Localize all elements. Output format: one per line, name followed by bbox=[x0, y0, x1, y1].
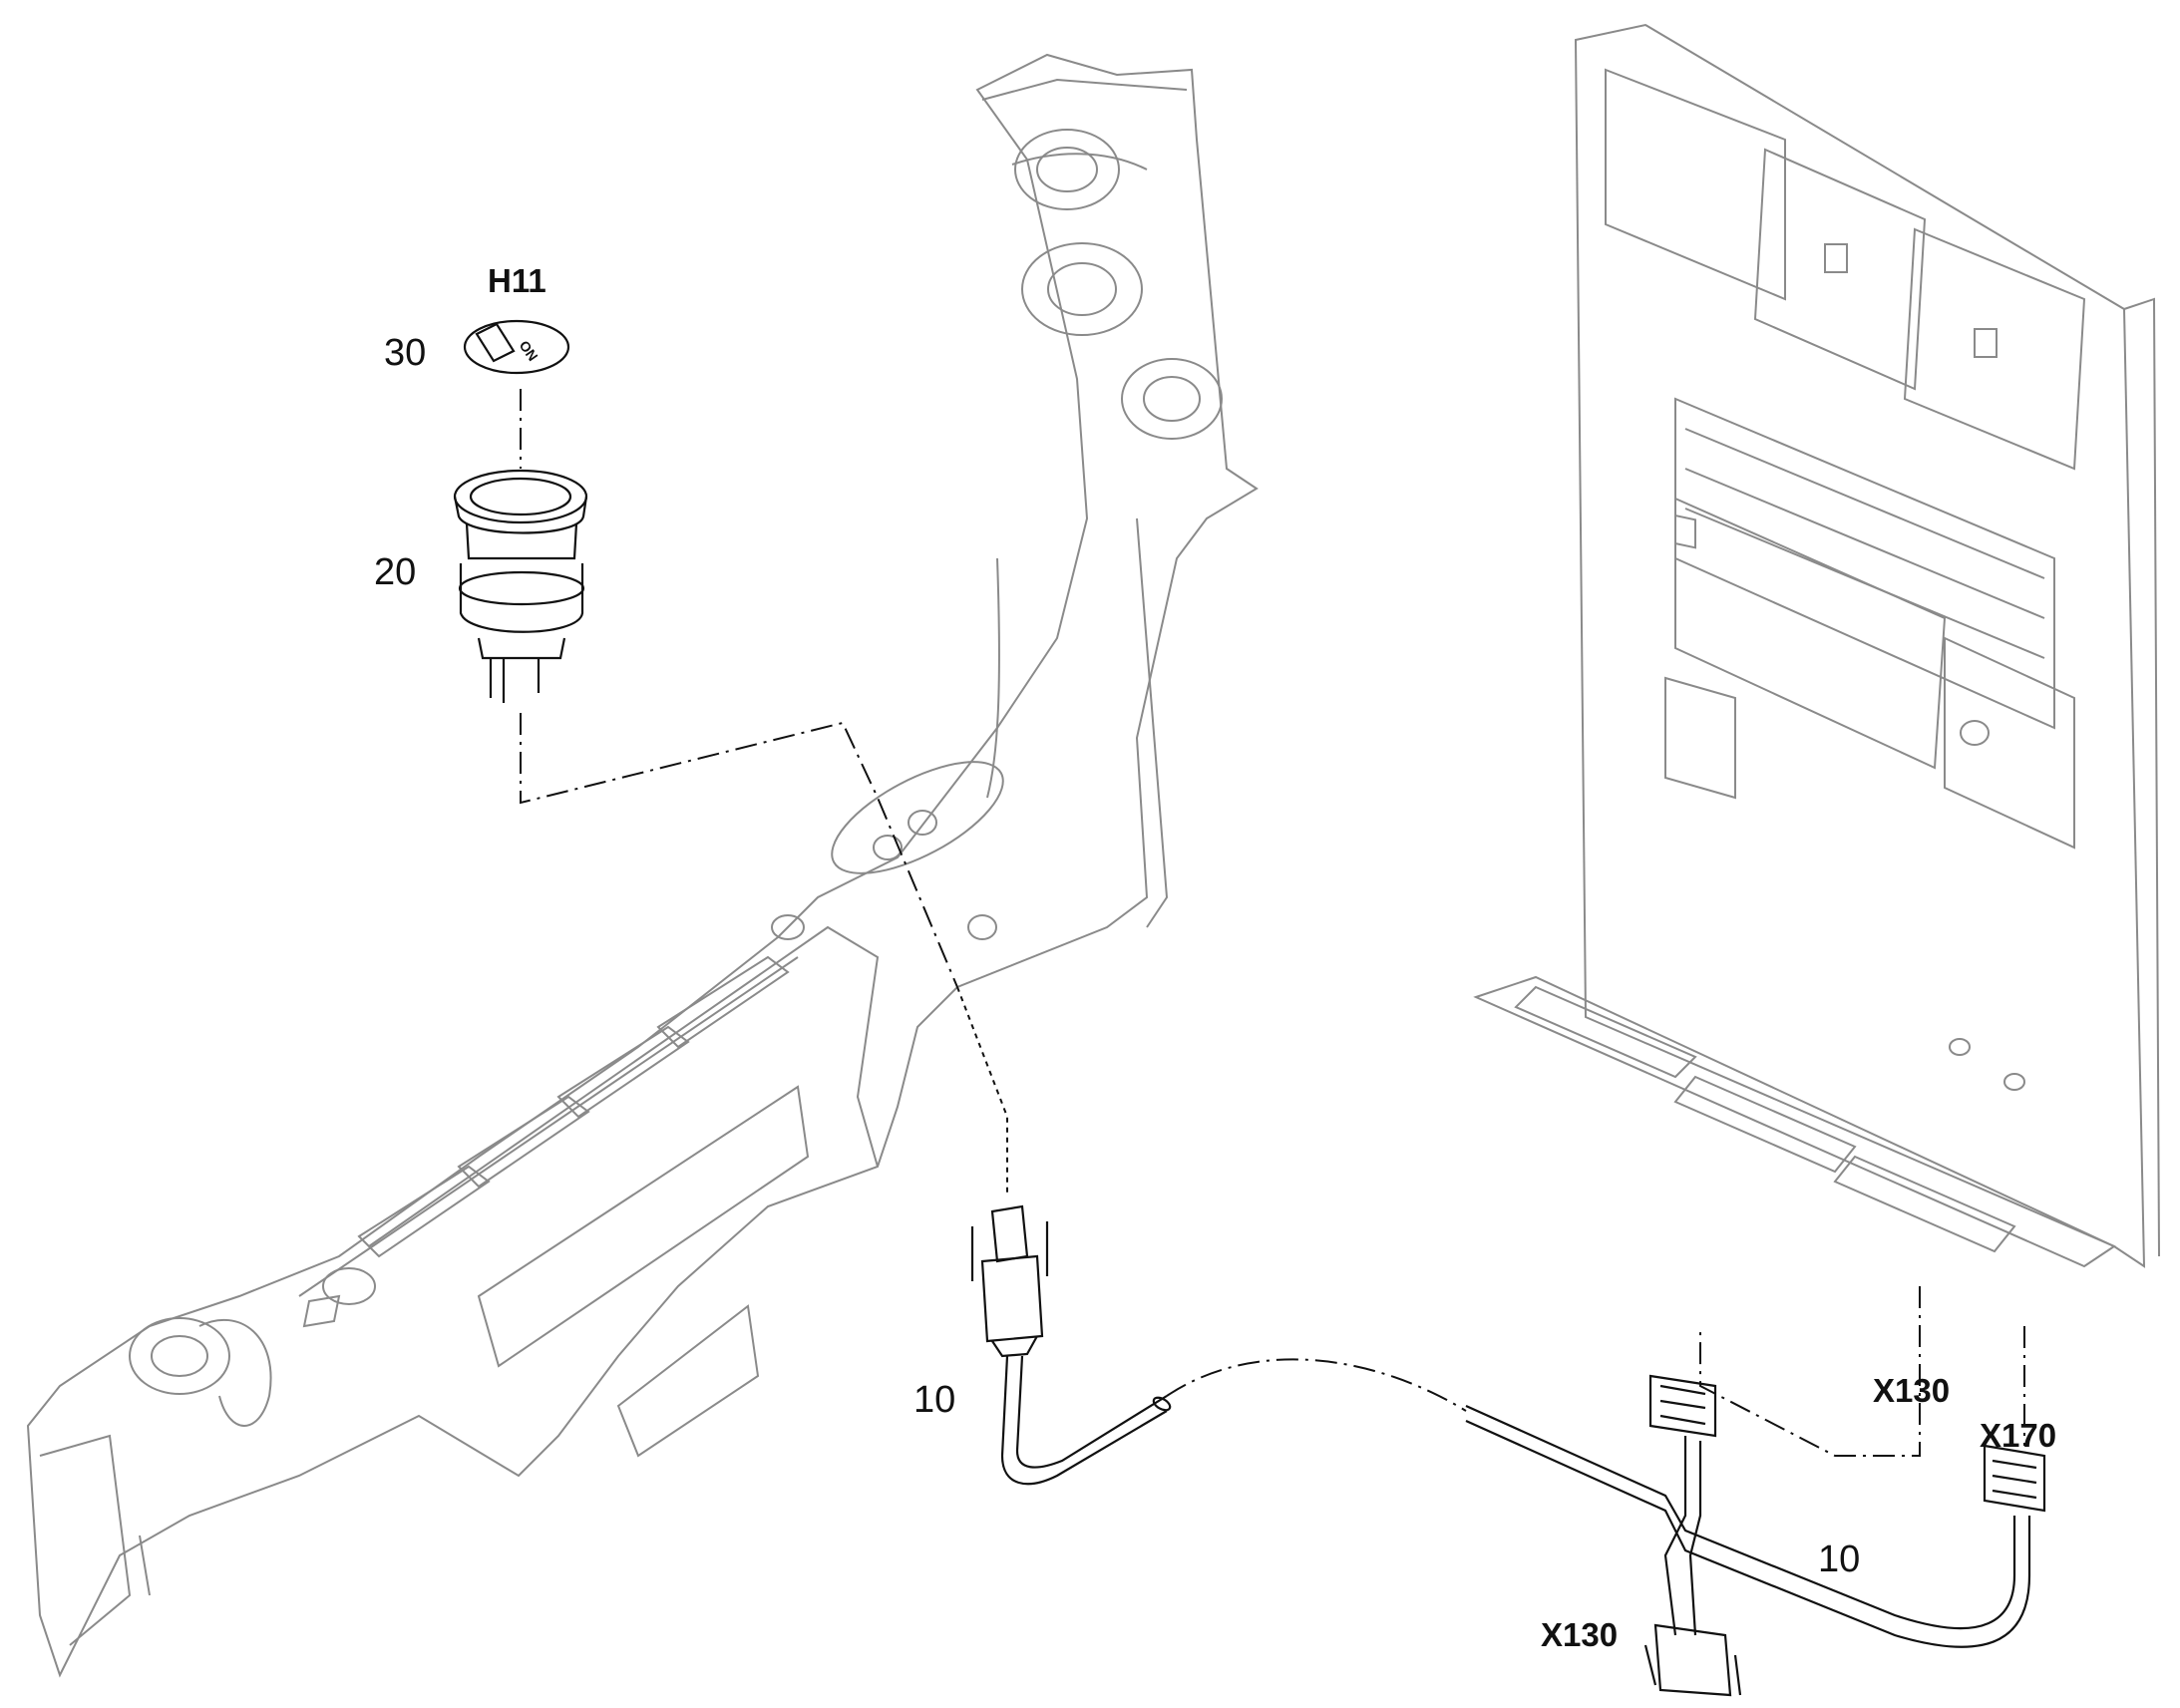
cab-pillar-frame bbox=[26, 53, 1259, 1678]
label-x170: X170 bbox=[1980, 1417, 2057, 1454]
label-h11: H11 bbox=[488, 262, 546, 299]
label-item-10-right: 10 bbox=[1818, 1538, 1861, 1580]
label-x130-bottom: X130 bbox=[1541, 1616, 1619, 1653]
on-symbol-plate-icon: ON bbox=[463, 319, 570, 375]
label-item-10-left: 10 bbox=[913, 1379, 956, 1421]
label-x130-top: X130 bbox=[1873, 1372, 1951, 1409]
electrical-panel bbox=[1473, 23, 2160, 1268]
push-switch-icon bbox=[453, 469, 588, 703]
leader-lines bbox=[520, 389, 2025, 1457]
on-symbol-text: ON bbox=[517, 338, 542, 364]
label-item-30: 30 bbox=[384, 332, 427, 374]
harness-assembly bbox=[970, 1204, 2046, 1697]
label-item-20: 20 bbox=[374, 551, 417, 593]
